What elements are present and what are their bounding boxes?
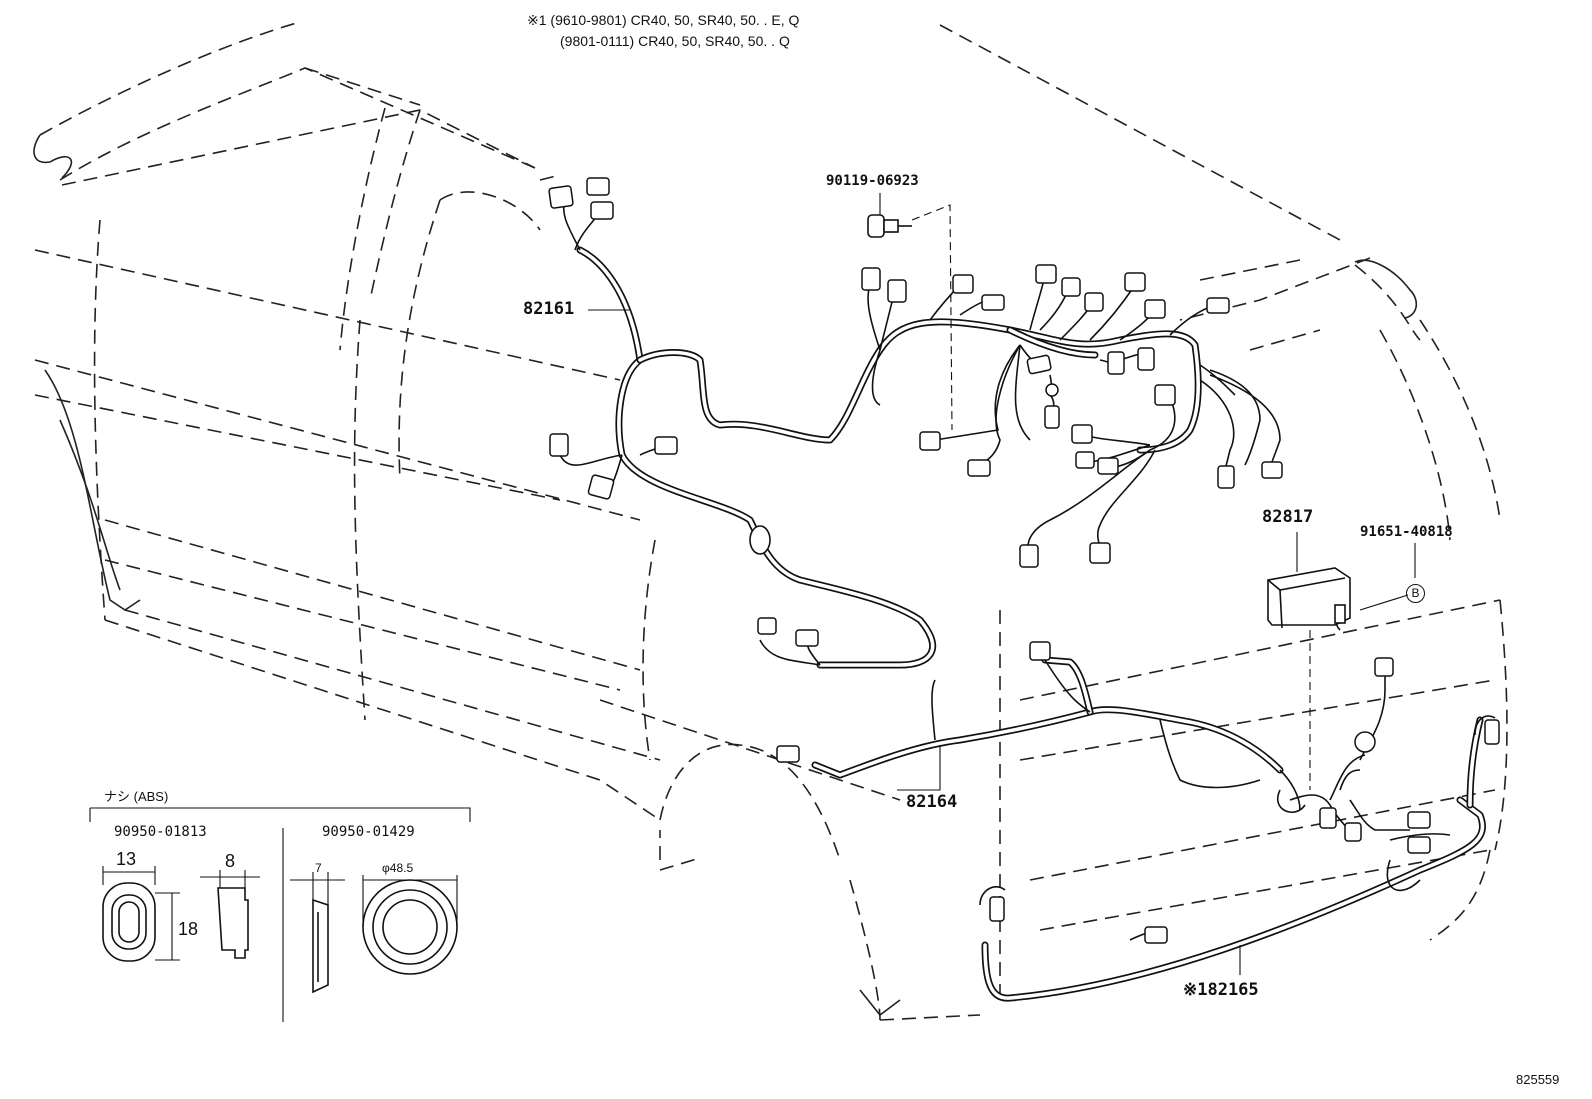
part-label-82164: 82164 [906, 792, 958, 812]
part-label-82165: ※182165 [1183, 980, 1259, 1000]
part-label-bolt: 90119-06923 [826, 173, 919, 189]
branch-wires [559, 199, 1451, 941]
label-leaders [588, 193, 1241, 975]
dim-diameter: φ48.5 [382, 861, 414, 875]
dim-width: 13 [116, 849, 137, 869]
inset-grommets [89, 807, 471, 1022]
clip-91651-40818-leader [1359, 543, 1416, 611]
clip-ref-b-badge: B [1406, 584, 1425, 603]
harness-82165 [981, 716, 1486, 1002]
model-note-line-2: (9801-0111) CR40, 50, SR40, 50. . Q [560, 33, 790, 49]
dim-height: 18 [178, 919, 199, 939]
relay-block-82817-icon [1267, 532, 1351, 790]
part-label-91651-40818: 91651-40818 [1360, 524, 1453, 540]
part-label-82817: 82817 [1262, 507, 1314, 527]
dim-thickness: 7 [315, 861, 322, 875]
inset-part-right: 90950-01429 [322, 824, 415, 840]
inset-part-left: 90950-01813 [114, 824, 207, 840]
bolt-90119-06923-icon [867, 204, 953, 431]
vehicle-body-outline [33, 21, 1508, 1021]
figure-id: 825559 [1516, 1072, 1560, 1087]
dim-depth: 8 [225, 851, 236, 871]
harness-82161 [576, 246, 1202, 669]
connectors [548, 177, 1500, 944]
part-label-82161: 82161 [523, 299, 575, 319]
harness-82164 [811, 656, 1284, 779]
model-note-line-1: ※1 (9610-9801) CR40, 50, SR40, 50. . E, … [527, 12, 800, 28]
inset-title: ナシ (ABS) [104, 789, 169, 804]
